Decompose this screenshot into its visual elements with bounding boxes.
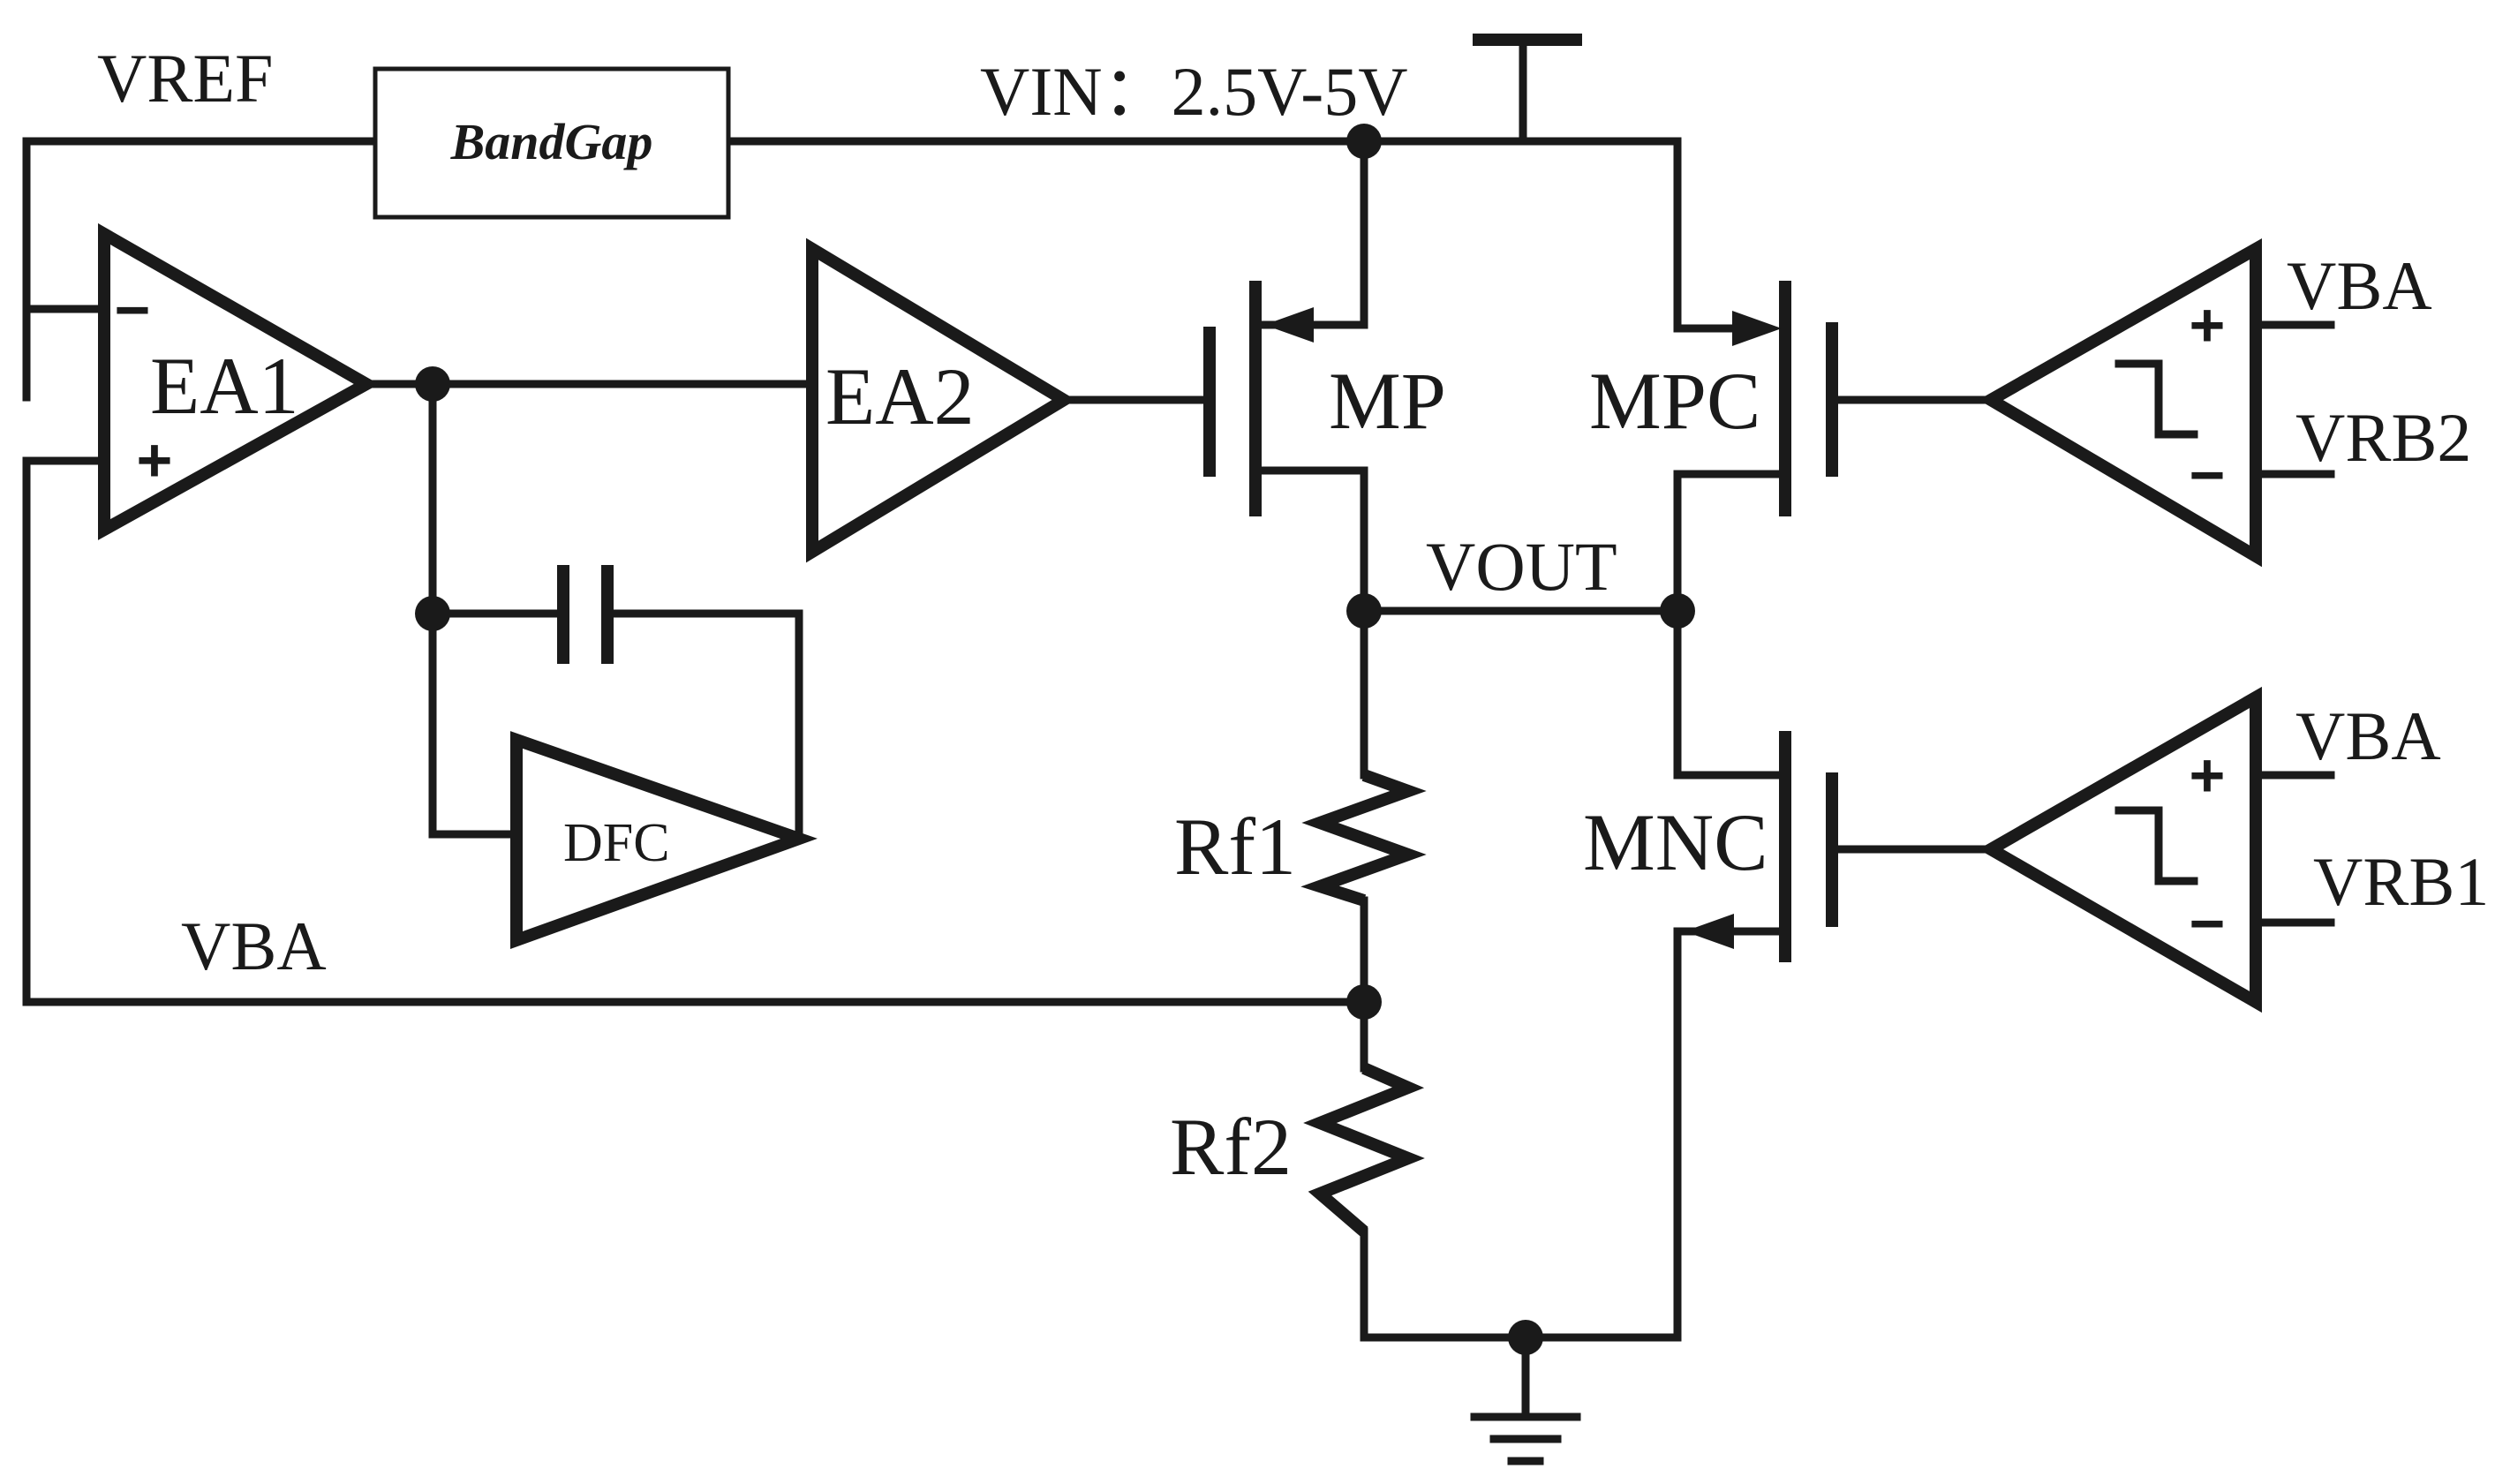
vba-bottom-label: VBA bbox=[2295, 697, 2441, 774]
junction-dot bbox=[1346, 124, 1382, 159]
vin-rail bbox=[724, 137, 1770, 333]
vba-left-label: VBA bbox=[181, 908, 327, 984]
mpc-drain-wire bbox=[1673, 470, 1790, 780]
mp-label: MP bbox=[1329, 356, 1446, 446]
ea1-plus-sign: + bbox=[137, 426, 173, 494]
rf2-resistor bbox=[1303, 1062, 1425, 1237]
vin-label: VIN：2.5V-5V bbox=[980, 53, 1408, 130]
dfc-feedback-wire bbox=[428, 380, 516, 839]
hysteresis-icon-top bbox=[2114, 359, 2198, 439]
junction-dots bbox=[415, 124, 1695, 1355]
vout-label: VOUT bbox=[1426, 528, 1617, 605]
cmp-bot-minus-sign: − bbox=[2190, 889, 2226, 958]
rf2-bottom-wire bbox=[1360, 927, 1735, 1342]
mnc-source-arrow bbox=[1685, 914, 1734, 949]
wires bbox=[22, 35, 2335, 1421]
junction-dot bbox=[1346, 593, 1382, 629]
bandgap-block bbox=[373, 66, 731, 220]
mp-transistor bbox=[1203, 281, 1314, 516]
comparator-top: + − bbox=[1979, 237, 2262, 568]
mpc-label: MPC bbox=[1589, 356, 1760, 446]
capacitor bbox=[557, 565, 614, 664]
rf2-label: Rf2 bbox=[1170, 1102, 1292, 1192]
cmp-top-minus-sign: − bbox=[2190, 441, 2226, 509]
ea1-amplifier bbox=[98, 222, 380, 540]
junction-dot bbox=[415, 366, 450, 402]
rf1-label: Rf1 bbox=[1174, 802, 1296, 892]
hysteresis-icon-bottom bbox=[2114, 806, 2198, 885]
ea2-label: EA2 bbox=[825, 351, 975, 441]
vref-label: VREF bbox=[97, 40, 273, 117]
mp-drain-wire bbox=[1251, 466, 1368, 772]
mpc-transistor bbox=[1732, 281, 1838, 516]
bandgap-label: BandGap bbox=[450, 113, 653, 170]
vba-feedback-wire bbox=[22, 456, 1368, 1006]
junction-dot bbox=[1660, 593, 1695, 629]
mnc-transistor bbox=[1685, 731, 1838, 962]
ea1-minus-sign: − bbox=[115, 275, 151, 344]
junction-dot bbox=[415, 596, 450, 631]
mnc-label: MNC bbox=[1583, 797, 1768, 887]
mpc-source-arrow bbox=[1732, 311, 1782, 346]
comparator-bottom: + − bbox=[1978, 686, 2262, 1013]
cmp-top-plus-sign: + bbox=[2190, 290, 2226, 359]
ground-symbol bbox=[1470, 1412, 1581, 1465]
cap-right-wire bbox=[603, 609, 803, 843]
dfc-amplifier bbox=[510, 731, 818, 949]
ea1-label: EA1 bbox=[150, 341, 299, 431]
vrb1-label: VRB1 bbox=[2313, 843, 2489, 920]
mp-source-arrow bbox=[1264, 307, 1314, 343]
rf1-resistor bbox=[1300, 769, 1427, 907]
junction-dot bbox=[1346, 984, 1382, 1020]
mp-source-wire bbox=[1307, 137, 1368, 329]
ea2-amplifier bbox=[806, 237, 1076, 563]
vrb2-label: VRB2 bbox=[2295, 399, 2471, 476]
dfc-label: DFC bbox=[563, 813, 670, 873]
cmp-bot-plus-sign: + bbox=[2190, 741, 2226, 810]
junction-dot bbox=[1508, 1320, 1543, 1355]
vba-top-label: VBA bbox=[2287, 247, 2432, 324]
